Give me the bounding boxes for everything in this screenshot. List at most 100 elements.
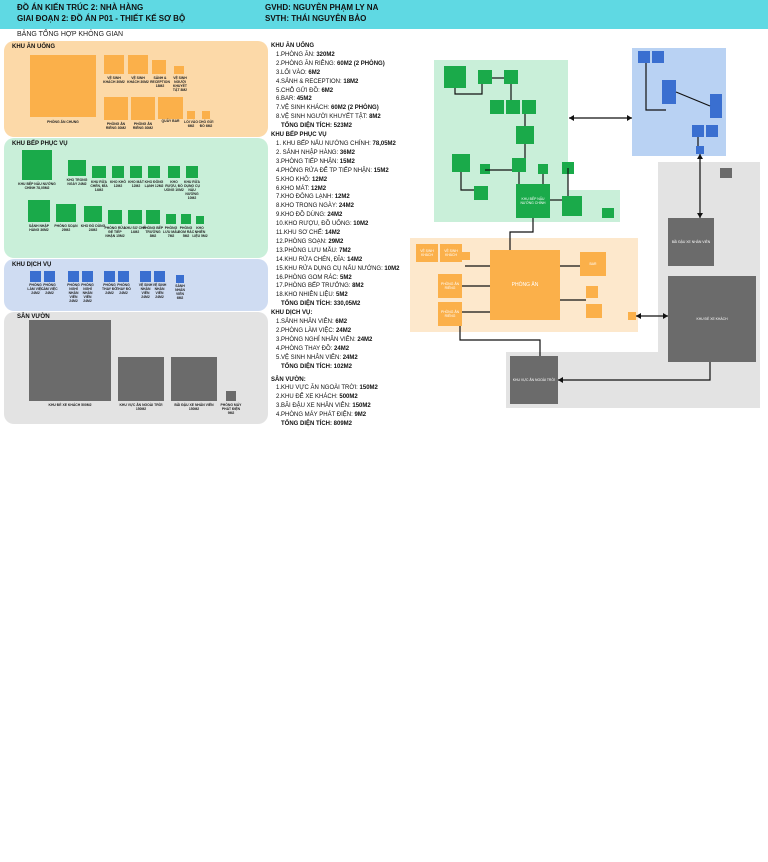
list-item-name: 10.KHO RƯỢU, ĐỒ UỐNG: [276,221,354,228]
diagram-box [462,252,470,260]
kitchen-block [68,160,86,176]
list-item: 3.PHÒNG TIẾP NHẬN: 15M2 [271,158,411,167]
block-entrance [187,111,195,119]
project-title: ĐỒ ÁN KIẾN TRÚC 2: NHÀ HÀNG [17,3,144,12]
block-label: KHO KHÔ 12M2 [109,180,126,188]
list-item: 2.PHÒNG ĂN RIÊNG: 60M2 (2 PHÒNG) [271,60,411,69]
list-item-value: 6M2 [321,87,334,94]
block-label: KHO TRONG NGÀY 24M2 [66,178,88,186]
diagram-box [538,164,548,174]
list-item-name: 8.KHO TRONG NGÀY: [276,203,339,210]
panel-garden-title: SÂN VƯỜN [17,314,50,320]
list-item: 1.KHU VỰC ĂN NGOÀI TRỜI: 150M2 [271,384,411,393]
block-label: KHO ĐỒ DÙNG 24M2 [80,224,106,232]
list-item-value: 24M2 [342,354,358,361]
list-item-name: 2.PHÒNG ĂN RIÊNG: [276,60,338,67]
block-label: LỐI VÀO 6M2 [184,120,198,128]
list-item-value: 18M2 [343,78,359,85]
block-label: PHÒNG ĂN RIÊNG 30M2 [132,122,154,130]
list-heading-garden: SÂN VƯỜN: [271,376,306,383]
list-item-value: 5M2 [336,292,348,299]
list-item: 6.KHO MÁT: 12M2 [271,185,411,194]
list-item: 1.PHÒNG ĂN: 320M2 [271,51,411,60]
diagram-box [586,286,598,298]
diagram-box [638,51,650,63]
panel-dining-title: KHU ĂN UỐNG [12,44,55,50]
list-item-value: 24M2 [334,345,350,352]
list-item-name: 16.PHÒNG GOM RÁC: [276,274,341,281]
diagram-box [504,70,518,84]
list-heading-dining: KHU ĂN UỐNG [271,43,314,49]
block-wc2 [128,55,148,74]
diagram-box [562,196,582,216]
block-label: PHÒNG RỬA ĐỂ TIẾP NHẬN 15M2 [104,226,126,238]
list-item-value: 24M2 [327,212,343,219]
staff-parking-box: BÃI ĐẬU XE NHÂN VIÊN [668,218,714,266]
service-block [30,271,41,282]
block-wc1 [104,55,124,74]
block-label: KHU VỰC ĂN NGOÀI TRỜI 150M2 [119,403,163,411]
list-item: 1.SẢNH NHÂN VIÊN: 6M2 [271,318,411,327]
block-label: VỆ SINH NHÂN VIÊN 24M2 [138,283,153,299]
list-item: 3.BÃI ĐẬU XE NHÂN VIÊN: 150M2 [271,402,411,411]
diagram-box [452,154,470,172]
block-bar [158,97,183,119]
kitchen-block [128,210,142,224]
list-heading-service: KHU DỊCH VỤ: [271,310,313,317]
kitchen-block [146,210,160,224]
list-item: 15.KHU RỬA DỤNG CỤ NẤU NƯỚNG: 10M2 [271,265,411,274]
list-item-name: 7.KHO ĐÔNG LẠNH: [276,194,335,201]
block-label: PHÒNG NGHỈ NHÂN VIÊN 24M2 [81,283,94,303]
list-item: 4.PHÒNG THAY ĐỒ: 24M2 [271,345,411,354]
block-label: PHÒNG LƯU MẪU 7M2 [163,226,179,238]
panel-kitchen-title: KHU BẾP PHỤC VỤ [12,141,68,147]
bar-box: BAR [580,252,606,276]
list-item-name: 4.PHÒNG THAY ĐỒ: [276,345,335,352]
panel-kitchen: KHU BẾP PHỤC VỤ KHU BẾP NẤU NƯỚNG CHÍNH … [4,138,268,258]
service-block [140,271,151,282]
block-private1 [104,97,128,120]
list-item-name: 17.PHÒNG BẾP TRƯỞNG: [276,283,353,290]
list-item: 2.KHU ĐỂ XE KHÁCH: 500M2 [271,393,411,402]
block-coat [202,111,210,119]
diagram-box [506,100,520,114]
kitchen-block [108,210,122,224]
kitchen-block [130,166,142,178]
list-item-name: 15.KHU RỬA DỤNG CỤ NẤU NƯỚNG: [276,265,385,272]
list-item-name: 5.KHO KHÔ: [276,176,313,183]
service-block [104,271,115,282]
list-item-name: 1.PHÒNG ĂN: [276,51,317,58]
block-label: PHÒNG SOẠN 29M2 [54,224,78,232]
list-item-name: 11.KHU SƠ CHẾ: [276,230,326,237]
list-item: 4.PHÒNG RỬA ĐỂ TP TIẾP NHẬN: 15M2 [271,167,411,176]
dining-main-box: PHÒNG ĂN [490,250,560,320]
block-label: VỆ SINH KHÁCH 30M2 [103,76,125,84]
block-label: VỆ SINH KHÁCH 30M2 [127,76,149,84]
summary-title: BẢNG TỔNG HỢP KHÔNG GIAN [17,31,124,38]
list-item: 12.PHÒNG SOẠN: 29M2 [271,238,411,247]
list-item-name: 3.BÃI ĐẬU XE NHÂN VIÊN: [276,403,353,410]
list-item-value: 150M2 [352,403,371,410]
list-item: 8.VỆ SINH NGƯỜI KHUYẾT TẬT: 8M2 [271,113,411,122]
list-item-value: 6M2 [308,69,321,76]
kitchen-main-box: KHU BẾP NẤU NƯỚNG CHÍNH [516,184,550,218]
block-label: PHÒNG GOM RÁC 5M2 [177,226,195,238]
diagram-box [512,158,526,172]
list-item-name: 1.KHU VỰC ĂN NGOÀI TRỜI: [276,385,360,392]
list-item-value: 8M2 [369,114,381,121]
list-item-value: 12M2 [311,185,327,192]
block-label: KHO RƯỢU, ĐỒ UỐNG 10M2 [164,180,184,192]
list-item-name: 1.SẢNH NHÂN VIÊN: [276,319,336,326]
block-label: SẢNH NHẬP HÀNG 36M2 [28,224,50,232]
list-item-name: 2. SẢNH NHẬP HÀNG: [276,149,340,156]
block-label: KHO ĐÔNG LẠNH 12M2 [144,180,164,188]
list-item-value: 12M2 [312,176,328,183]
block-label: PHÒNG ĂN CHUNG [47,120,79,124]
panel-dining: KHU ĂN UỐNG PHÒNG ĂN CHUNG VỆ SINH KHÁCH… [4,41,268,137]
wc-box-1: VỆ SINH KHÁCH [416,244,438,262]
list-item-value: 320M2 [316,51,335,58]
kitchen-block [166,214,176,224]
diagram-box [490,100,504,114]
